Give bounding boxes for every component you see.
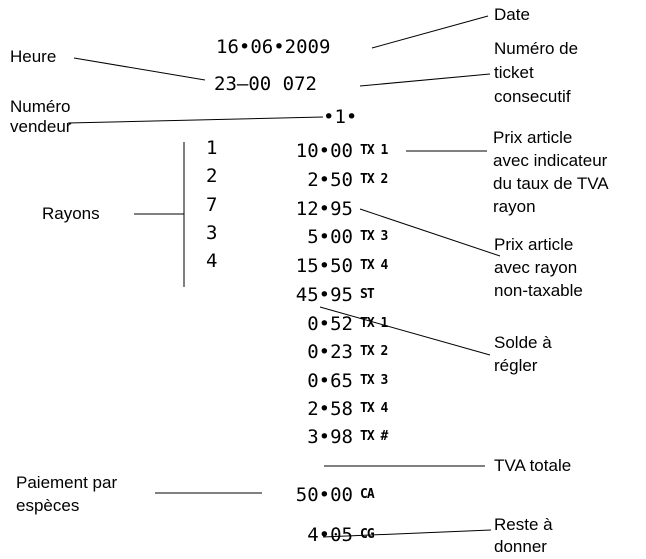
label-vendeur-line-2: vendeur	[10, 117, 72, 136]
change-code: CG	[360, 527, 375, 542]
label-prix-nontax-line-1: Prix article	[494, 235, 574, 254]
receipt-date: 16•06•2009	[216, 36, 331, 58]
label-prix-tva-line-4: rayon	[493, 197, 536, 216]
leader-reste	[322, 529, 492, 538]
tax-code: TX 2	[360, 344, 388, 359]
leader-prix-nontax	[359, 208, 501, 257]
cash-code: CA	[360, 487, 375, 502]
label-paiement-line-2: espèces	[16, 496, 80, 515]
tax-code: TX 4	[360, 401, 388, 416]
item-amount: 10•00	[295, 140, 353, 162]
item-dept: 1	[206, 137, 218, 159]
change-amount: 4•05	[307, 524, 353, 546]
tax-amount: 0•23	[307, 341, 353, 363]
label-tva-totale: TVA totale	[494, 456, 572, 475]
tax-amount: 2•58	[307, 398, 353, 420]
label-prix-tva-line-2: avec indicateur	[493, 151, 608, 170]
tax-code: TX 1	[360, 316, 388, 331]
item-code: TX 1	[360, 143, 388, 158]
leader-date	[371, 15, 489, 49]
cash-amount: 50•00	[295, 484, 353, 506]
receipt-vendor: •1•	[323, 106, 358, 128]
leader-solde	[319, 306, 491, 356]
item-dept: 7	[206, 194, 218, 216]
tax-amount: 3•98	[307, 426, 353, 448]
item-amount: 2•50	[307, 169, 353, 191]
leader-vendeur	[67, 116, 324, 124]
label-prix-nontax-line-3: non-taxable	[494, 281, 583, 300]
label-reste-line-1: Reste à	[494, 515, 553, 534]
label-prix-tva-line-3: du taux de TVA	[493, 174, 609, 193]
item-code: TX 3	[360, 229, 388, 244]
item-code: TX 4	[360, 258, 388, 273]
item-dept: 2	[206, 165, 218, 187]
leader-ticket	[359, 73, 491, 87]
tax-amount: 0•65	[307, 370, 353, 392]
tax-amount: 0•52	[307, 313, 353, 335]
tax-code: TX #	[360, 429, 388, 444]
label-solde-line-1: Solde à	[494, 333, 552, 352]
tax-code: TX 3	[360, 373, 388, 388]
label-heure: Heure	[10, 47, 57, 66]
subtotal-code: ST	[360, 287, 375, 302]
item-code: TX 2	[360, 172, 388, 187]
item-amount: 15•50	[295, 255, 353, 277]
label-paiement-line-1: Paiement par	[16, 473, 118, 492]
item-dept: 4	[206, 250, 218, 272]
label-prix-tva-line-1: Prix article	[493, 128, 573, 147]
label-reste-line-2: donner	[494, 537, 547, 556]
label-rayons: Rayons	[42, 204, 100, 223]
label-ticket-line-2: ticket	[494, 63, 534, 82]
item-amount: 12•95	[295, 198, 353, 220]
leader-heure	[73, 57, 206, 81]
item-amount: 5•00	[307, 226, 353, 248]
subtotal-amount: 45•95	[295, 284, 353, 306]
label-vendeur-line-1: Numéro	[10, 97, 71, 116]
item-dept: 3	[206, 222, 218, 244]
label-solde-line-2: régler	[494, 356, 538, 375]
receipt-time-ticket: 23–00 072	[214, 73, 317, 95]
label-date: Date	[494, 5, 530, 24]
label-ticket-line-1: Numéro de	[494, 39, 579, 58]
label-ticket-line-3: consecutif	[494, 87, 571, 106]
label-prix-nontax-line-2: avec rayon	[494, 258, 578, 277]
